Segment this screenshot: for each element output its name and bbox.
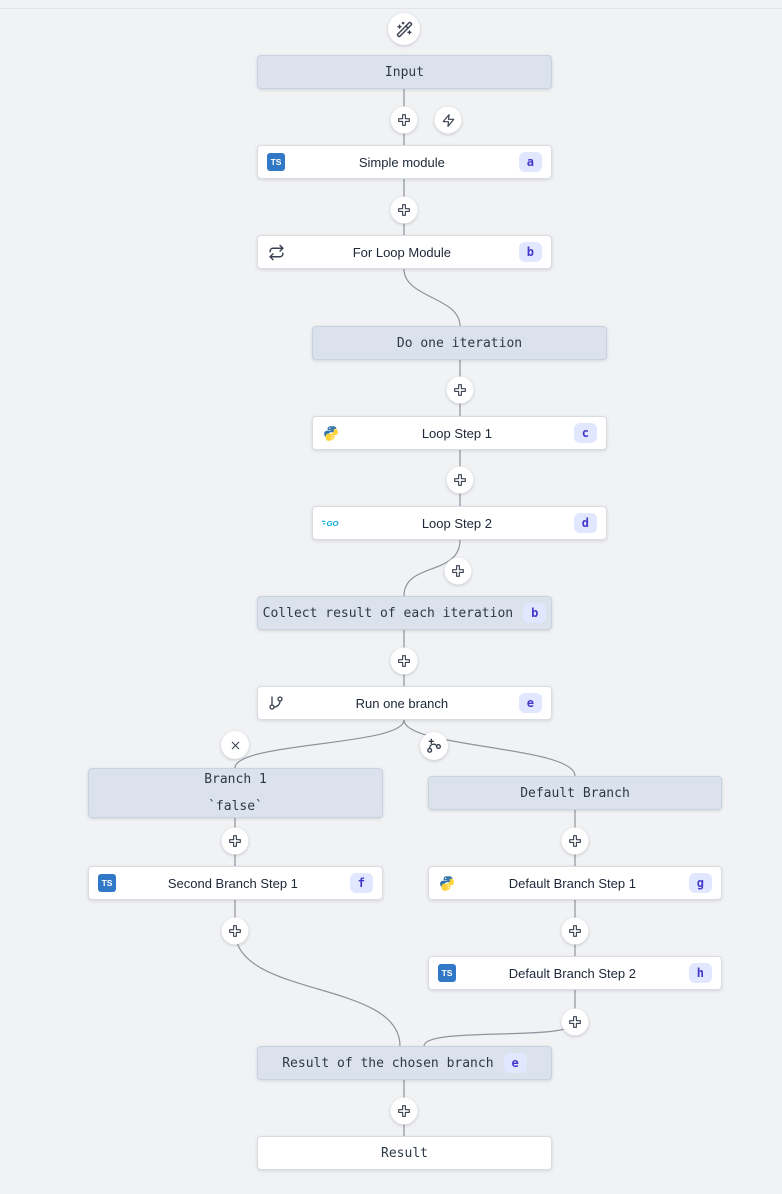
add-step-button[interactable] — [390, 647, 418, 675]
node-do-one-iteration[interactable]: Do one iteration — [312, 326, 607, 360]
svg-text:GO: GO — [327, 519, 339, 528]
node-loop-step-2[interactable]: GO Loop Step 2 d — [312, 506, 607, 540]
go-icon: GO — [322, 514, 340, 532]
plus-icon — [398, 204, 410, 216]
node-label: Simple module — [358, 154, 445, 170]
remove-branch-button[interactable] — [221, 731, 249, 759]
plus-icon — [398, 114, 410, 126]
branch-label: Branch 1 — [204, 772, 267, 787]
node-label: Default Branch Step 1 — [508, 875, 636, 891]
node-label: Loop Step 2 — [421, 515, 492, 531]
node-input[interactable]: Input — [257, 55, 552, 89]
add-step-button[interactable] — [221, 827, 249, 855]
node-run-one-branch[interactable]: Run one branch e — [257, 686, 552, 720]
add-step-button[interactable] — [561, 1008, 589, 1036]
add-step-button[interactable] — [561, 827, 589, 855]
top-divider — [0, 8, 782, 9]
node-label: Loop Step 1 — [421, 425, 492, 441]
node-badge: b — [518, 242, 542, 262]
node-badge: a — [518, 152, 542, 172]
node-collect-result[interactable]: Collect result of each iteration b — [257, 596, 552, 630]
node-badge: h — [688, 963, 712, 983]
add-step-button[interactable] — [446, 376, 474, 404]
edge — [234, 900, 401, 1047]
plus-icon — [452, 565, 464, 577]
node-default-branch[interactable]: Default Branch — [428, 776, 722, 810]
wand-sparkles-button[interactable] — [388, 13, 420, 45]
split-plus-icon — [427, 738, 442, 753]
node-badge: b — [523, 603, 547, 623]
add-step-button[interactable] — [221, 917, 249, 945]
add-branch-button[interactable] — [420, 732, 448, 760]
wand-sparkles-icon — [396, 21, 412, 37]
trigger-button[interactable] — [434, 106, 462, 134]
node-label: Result of the chosen branch — [282, 1055, 494, 1071]
python-icon — [322, 424, 340, 442]
git-branch-icon — [267, 694, 285, 712]
plus-icon — [454, 384, 466, 396]
plus-icon — [569, 1016, 581, 1028]
node-badge: g — [688, 873, 712, 893]
zap-icon — [442, 113, 454, 127]
typescript-icon: TS — [438, 964, 456, 982]
plus-icon — [454, 474, 466, 486]
node-result[interactable]: Result — [257, 1136, 552, 1170]
node-result-of-chosen-branch[interactable]: Result of the chosen branch e — [257, 1046, 552, 1080]
node-label: Default Branch — [520, 785, 630, 801]
plus-icon — [229, 835, 241, 847]
edge — [234, 719, 405, 769]
plus-icon — [569, 925, 581, 937]
node-branch-1[interactable]: Branch 1 `false` — [88, 768, 383, 818]
node-badge: c — [573, 423, 597, 443]
python-icon — [438, 874, 456, 892]
node-badge: e — [503, 1053, 527, 1073]
node-label: Second Branch Step 1 — [167, 875, 298, 891]
node-default-branch-step-1[interactable]: Default Branch Step 1 g — [428, 866, 722, 900]
node-badge: e — [518, 693, 542, 713]
branch-condition: `false` — [208, 799, 263, 814]
add-step-button[interactable] — [561, 917, 589, 945]
plus-icon — [398, 1105, 410, 1117]
add-step-button[interactable] — [390, 1097, 418, 1125]
node-label: Input — [384, 64, 425, 80]
add-step-button[interactable] — [446, 466, 474, 494]
node-badge: d — [573, 513, 597, 533]
plus-icon — [569, 835, 581, 847]
node-label: For Loop Module — [352, 244, 452, 260]
typescript-icon: TS — [267, 153, 285, 171]
plus-icon — [229, 925, 241, 937]
node-label: Do one iteration — [396, 335, 523, 351]
edge — [403, 268, 461, 327]
add-step-button[interactable] — [444, 557, 472, 585]
node-for-loop-module[interactable]: For Loop Module b — [257, 235, 552, 269]
node-simple-module[interactable]: TS Simple module a — [257, 145, 552, 179]
node-label: Collect result of each iteration — [262, 605, 514, 621]
node-second-branch-step-1[interactable]: TS Second Branch Step 1 f — [88, 866, 383, 900]
add-step-button[interactable] — [390, 196, 418, 224]
add-step-button[interactable] — [390, 106, 418, 134]
plus-icon — [398, 655, 410, 667]
x-icon — [231, 741, 239, 749]
node-default-branch-step-2[interactable]: TS Default Branch Step 2 h — [428, 956, 722, 990]
repeat-icon — [267, 243, 285, 261]
node-label: Result — [381, 1145, 428, 1161]
node-label: Run one branch — [355, 695, 449, 711]
typescript-icon: TS — [98, 874, 116, 892]
node-loop-step-1[interactable]: Loop Step 1 c — [312, 416, 607, 450]
node-badge: f — [349, 873, 373, 893]
node-label: Default Branch Step 2 — [508, 965, 636, 981]
edge — [423, 990, 576, 1047]
